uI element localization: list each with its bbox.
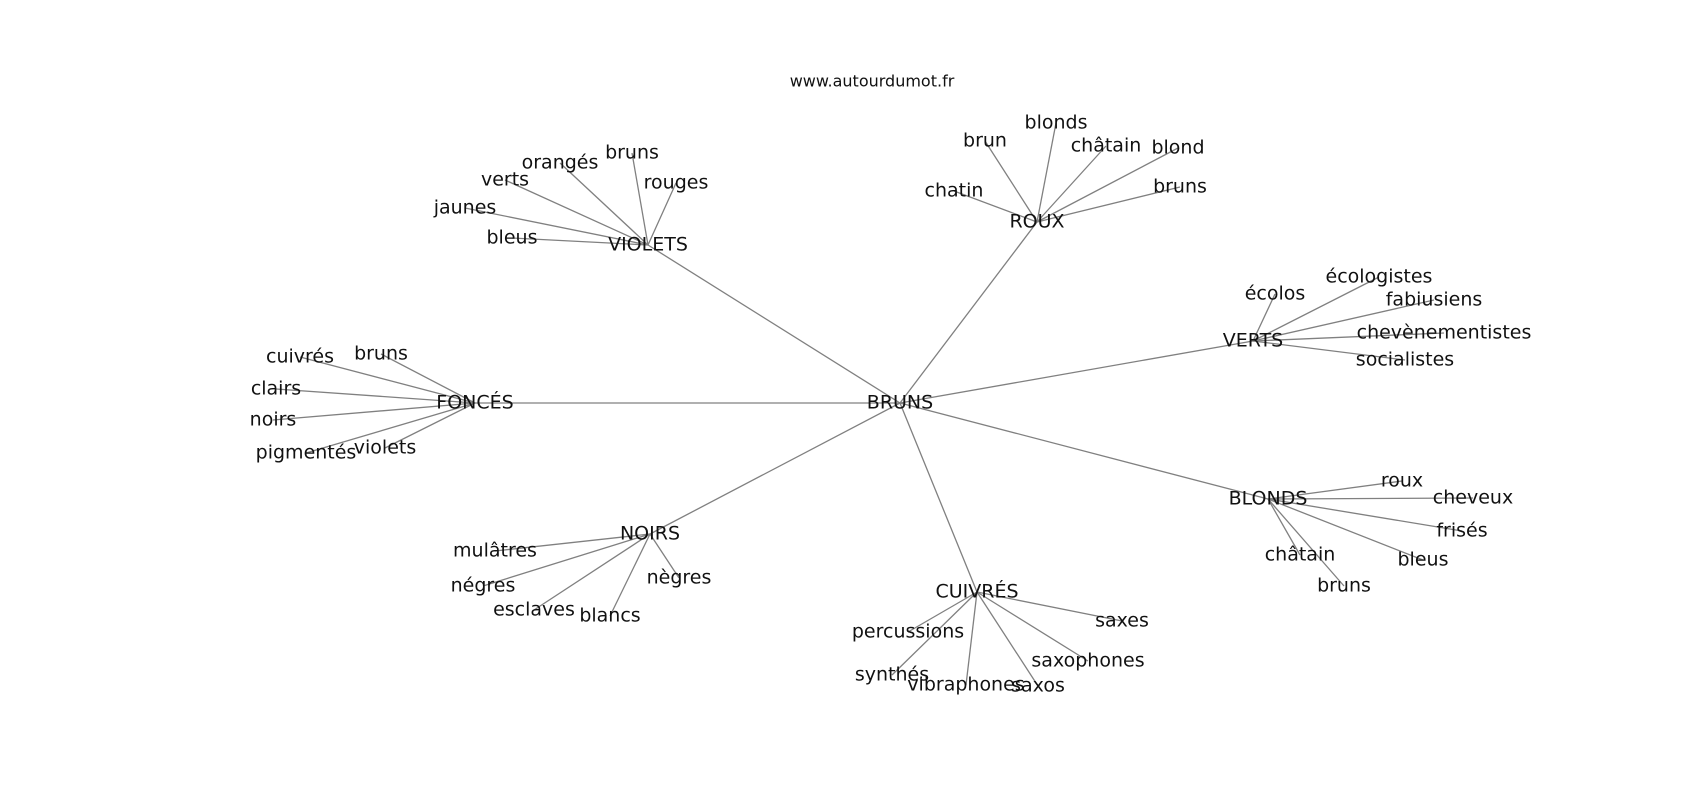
hub-node-roux: ROUX [1009, 211, 1064, 233]
graph-edge [647, 244, 901, 404]
leaf-node: cuivrés [266, 346, 334, 368]
graph-edge [305, 402, 476, 454]
graph-edge [649, 402, 901, 535]
graph-edge [631, 152, 649, 246]
leaf-node: brun [963, 130, 1007, 152]
graph-edge [907, 591, 978, 633]
graph-edge [1036, 122, 1057, 223]
graph-edge [976, 591, 1089, 662]
hub-node-blonds: BLONDS [1229, 488, 1308, 510]
leaf-node: bruns [354, 343, 408, 365]
graph-edge [965, 591, 978, 686]
leaf-node: synthés [855, 664, 929, 686]
graph-edge [1267, 498, 1463, 532]
graph-edge [649, 533, 680, 579]
leaf-node: orangés [522, 152, 599, 174]
leaf-node: frisés [1436, 520, 1487, 542]
graph-edge [380, 353, 476, 404]
leaf-node: écolos [1245, 283, 1306, 305]
leaf-node: châtain [1265, 544, 1336, 566]
leaf-node: bruns [1153, 176, 1207, 198]
graph-edge [1252, 299, 1435, 342]
graph-edge [384, 402, 476, 449]
leaf-node: cheveux [1433, 487, 1513, 509]
leaf-node: pigmentés [256, 442, 357, 464]
leaf-node: blond [1151, 137, 1204, 159]
leaf-node: mulâtres [453, 540, 537, 562]
graph-edge [1267, 498, 1301, 556]
leaf-node: rouges [644, 172, 709, 194]
graph-edge [647, 182, 677, 246]
graph-edge [899, 402, 978, 593]
leaf-node: bruns [1317, 575, 1371, 597]
leaf-node: percussions [852, 621, 964, 643]
graph-edge [533, 533, 651, 611]
graph-edge [1267, 498, 1345, 587]
graph-edge [609, 533, 651, 617]
leaf-node: écologistes [1326, 266, 1433, 288]
hub-node-fonces: FONCÉS [436, 391, 513, 414]
leaf-node: blonds [1025, 112, 1088, 134]
graph-edge [482, 533, 651, 587]
leaf-node: bruns [605, 142, 659, 164]
graph-edge [1252, 332, 1445, 342]
leaf-node: blancs [579, 605, 640, 627]
root-node: BRUNS [867, 392, 933, 414]
leaf-node: noirs [250, 409, 297, 431]
leaf-node: chevènementistes [1357, 322, 1532, 344]
graph-edge [953, 190, 1038, 223]
graph-edge [899, 340, 1254, 404]
graph-edge [1252, 276, 1380, 342]
leaf-node: saxophones [1031, 650, 1144, 672]
leaf-node: socialistes [1356, 349, 1454, 371]
graph-edges [272, 122, 1474, 687]
graph-edge [899, 402, 1269, 500]
graph-edge [272, 402, 476, 421]
graph-edge [1036, 186, 1181, 223]
leaf-node: vibraphones [907, 674, 1024, 696]
graph-edge [1036, 145, 1107, 223]
leaf-node: jaunes [433, 197, 497, 219]
hub-node-noirs: NOIRS [620, 523, 680, 545]
hub-node-violets: VIOLETS [608, 234, 688, 256]
graph-edge [494, 533, 651, 552]
graph-edge [275, 388, 476, 404]
leaf-node: saxes [1095, 610, 1149, 632]
graph-edge [559, 162, 649, 246]
graph-edge [1267, 498, 1424, 561]
leaf-node: bleus [1398, 549, 1449, 571]
leaf-node: chatin [925, 180, 984, 202]
graph-edge [984, 140, 1038, 223]
leaf-node: châtain [1071, 135, 1142, 157]
graph-edge [1252, 293, 1276, 342]
leaf-node: fabiusiens [1386, 289, 1483, 311]
leaf-node: saxos [1011, 675, 1065, 697]
graph-edge [299, 356, 476, 404]
hub-node-verts: VERTS [1223, 330, 1284, 352]
leaf-node: verts [481, 169, 529, 191]
leaf-node: roux [1381, 470, 1423, 492]
graph-edge [976, 591, 1039, 687]
graph-edge [1267, 497, 1474, 500]
graph-edge [1252, 340, 1406, 361]
leaf-node: nègres [647, 567, 712, 589]
source-text: www.autourdumot.fr [790, 72, 955, 91]
leaf-node: négres [451, 575, 516, 597]
graph-edge [464, 207, 649, 246]
leaf-node: bleus [487, 227, 538, 249]
graph-edge [976, 591, 1123, 622]
hub-node-cuivres: CUIVRÉS [935, 580, 1018, 603]
graph-edge [1036, 147, 1179, 223]
leaf-node: violets [354, 437, 416, 459]
graph-edge [504, 179, 649, 246]
graph-edge [1267, 480, 1403, 500]
leaf-node: clairs [251, 378, 301, 400]
graph-edge [511, 237, 649, 246]
graph-edge [899, 221, 1038, 404]
leaf-node: esclaves [493, 599, 575, 621]
graph-edge [891, 591, 978, 676]
